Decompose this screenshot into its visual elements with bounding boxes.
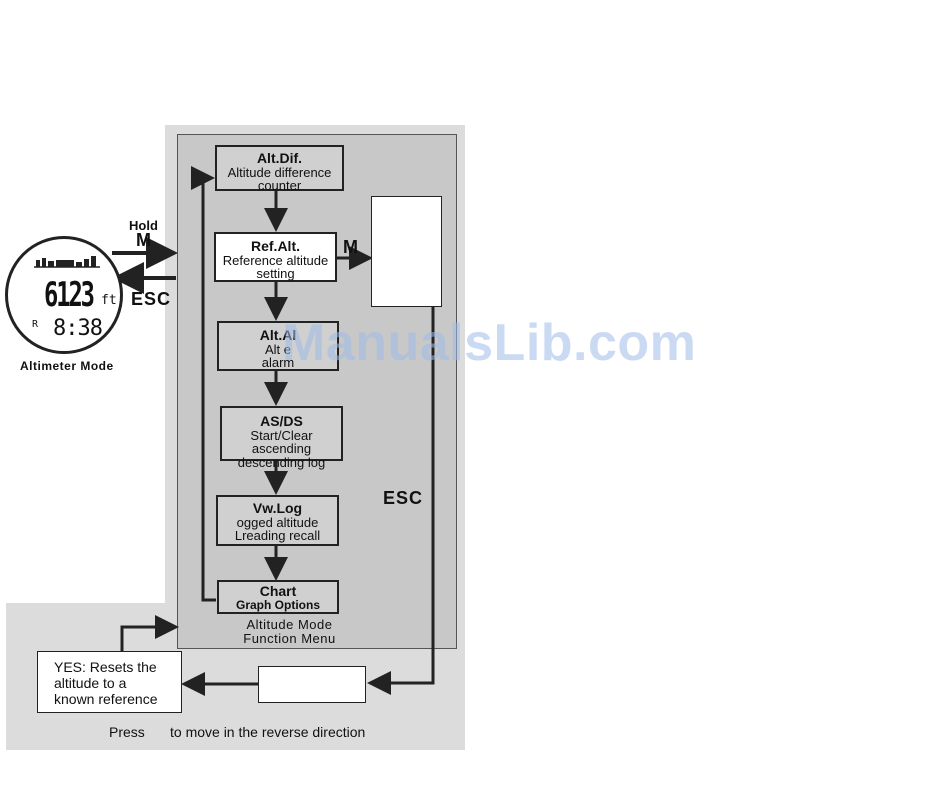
menu-item-ref-alt: Ref.Alt. Reference altitude setting bbox=[214, 232, 337, 282]
footer-press: Press bbox=[109, 724, 145, 740]
esc-label-right: ESC bbox=[383, 488, 424, 508]
confirm-box bbox=[258, 666, 366, 703]
esc-label-left: ESC bbox=[131, 289, 172, 309]
watch-caption: Altimeter Mode bbox=[20, 359, 114, 373]
yes-line2: altitude to a bbox=[54, 675, 127, 691]
menu-caption-line1: Altitude Mode bbox=[246, 617, 333, 632]
menu-item-title: Ref.Alt. bbox=[251, 238, 300, 254]
yes-reset-box: YES: Resets the altitude to a known refe… bbox=[37, 651, 182, 713]
menu-item-line2: Lreading recall bbox=[234, 528, 321, 544]
watch-graph-icon bbox=[34, 256, 100, 268]
menu-item-title: Alt.Dif. bbox=[256, 150, 303, 166]
menu-caption: Altitude Mode Function Menu bbox=[232, 618, 347, 646]
menu-item-alt-al: Alt.Al Alt e alarm bbox=[217, 321, 339, 371]
menu-item-line1: Alt e bbox=[264, 341, 291, 357]
menu-item-title: AS/DS bbox=[260, 413, 303, 429]
menu-item-line2: alarm bbox=[261, 355, 295, 371]
menu-item-line2: counter bbox=[257, 178, 302, 194]
menu-item-line1: Reference altitude bbox=[222, 252, 329, 268]
menu-caption-line2: Function Menu bbox=[243, 631, 336, 646]
menu-item-title: Alt.Al bbox=[259, 327, 297, 343]
yes-line3: known reference bbox=[54, 691, 158, 707]
m-label-right: M bbox=[343, 237, 358, 257]
m-label-left: M bbox=[136, 230, 151, 250]
menu-item-as-ds: AS/DS Start/Clear ascending descending l… bbox=[220, 406, 343, 469]
menu-item-vw-log: Vw.Log ogged altitude Lreading recall bbox=[216, 495, 339, 546]
watermark: ManualsLib.com bbox=[282, 314, 697, 372]
watch-altitude: 6123 bbox=[44, 275, 95, 315]
menu-item-line1: Graph Options bbox=[236, 597, 320, 612]
hold-label: Hold bbox=[129, 218, 158, 233]
menu-item-alt-dif: Alt.Dif. Altitude difference counter bbox=[215, 145, 344, 194]
menu-item-line2: setting bbox=[256, 266, 295, 282]
menu-item-line1: Start/Clear ascending bbox=[250, 427, 313, 457]
yes-line1: YES: Resets the bbox=[54, 659, 157, 675]
footer-instruction: to move in the reverse direction bbox=[170, 724, 366, 740]
menu-item-title: Vw.Log bbox=[252, 500, 303, 516]
reference-display-box bbox=[371, 196, 442, 307]
menu-item-title: Chart bbox=[259, 583, 297, 599]
menu-item-line2: descending log bbox=[237, 454, 326, 470]
menu-item-line1: ogged altitude bbox=[236, 514, 319, 530]
watch-indicator: R bbox=[32, 319, 39, 330]
watch-time: 8:38 bbox=[53, 316, 103, 341]
menu-item-line1: Altitude difference bbox=[227, 164, 332, 180]
menu-item-chart: Chart Graph Options bbox=[217, 580, 339, 614]
watch-face: 6123 ft R 8:38 bbox=[5, 236, 123, 354]
watch-unit: ft bbox=[101, 293, 117, 308]
